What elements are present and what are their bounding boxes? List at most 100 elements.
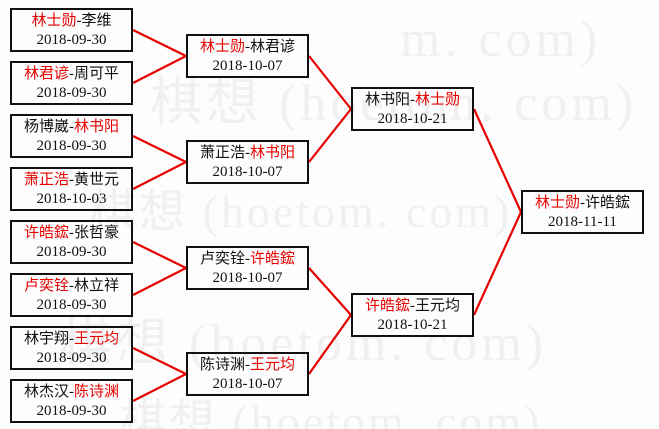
player-name: 林君谚: [23, 66, 69, 82]
match-players: 杨博崴-林书阳: [12, 118, 131, 137]
match-date: 2018-10-21: [377, 111, 448, 127]
match-players: 林君谚-周可平: [12, 65, 131, 84]
connector-line: [132, 135, 187, 163]
match-date: 2018-10-07: [212, 164, 283, 180]
watermark-text: 棋想 (hoetom. com): [90, 186, 513, 237]
match-date: 2018-10-21: [377, 317, 448, 333]
player-name: 林书阳: [250, 145, 296, 161]
player-separator: -: [245, 251, 250, 267]
connector-line: [132, 55, 187, 84]
player-separator: -: [69, 225, 74, 241]
player-separator: -: [69, 331, 74, 347]
player-name: 王元均: [415, 298, 461, 314]
player-name: 陈诗渊: [199, 357, 245, 373]
match-players: 林杰汉-陈诗渊: [12, 383, 131, 402]
player-name: 林士勋: [415, 92, 461, 108]
player-name: 林杰汉: [23, 384, 69, 400]
player-name: 萧正浩: [199, 145, 245, 161]
player-name: 林宇翔: [23, 331, 69, 347]
connector-line: [132, 29, 187, 57]
match-players: 林士勋-许皓鋐: [523, 194, 642, 213]
player-name: 卢奕铨: [199, 251, 245, 267]
connector-line: [132, 267, 187, 296]
match-players: 萧正浩-林书阳: [188, 144, 307, 163]
player-separator: -: [76, 13, 82, 29]
match-date: 2018-09-30: [36, 403, 107, 419]
connector-line: [308, 314, 352, 375]
player-name: 林君谚: [250, 39, 296, 55]
match-box[interactable]: 林士勋-李维 2018-09-30: [10, 8, 133, 52]
connector-line: [472, 211, 523, 316]
player-name: 张哲豪: [74, 225, 120, 241]
connector-line: [132, 241, 187, 269]
connector-line: [132, 161, 187, 190]
match-players: 林士勋-林君谚: [188, 38, 307, 57]
match-box[interactable]: 林宇翔-王元均 2018-09-30: [10, 326, 133, 370]
match-date: 2018-11-11: [548, 214, 617, 230]
match-players: 许皓鋐-张哲豪: [12, 224, 131, 243]
match-players: 卢奕铨-林立祥: [12, 277, 131, 296]
player-name: 陈诗渊: [74, 384, 120, 400]
player-name: 林书阳: [74, 119, 120, 135]
match-date: 2018-09-30: [36, 32, 107, 48]
match-players: 林书阳-林士勋: [353, 91, 472, 110]
player-separator: -: [245, 145, 250, 161]
player-name: 卢奕铨: [23, 278, 69, 294]
connector-line: [132, 347, 187, 375]
match-date: 2018-10-07: [212, 58, 283, 74]
player-separator: -: [410, 92, 415, 108]
match-players: 陈诗渊-王元均: [188, 356, 307, 375]
player-separator: -: [410, 298, 415, 314]
connector-line: [308, 108, 352, 163]
match-date: 2018-10-07: [212, 270, 283, 286]
player-name: 李维: [81, 13, 112, 29]
match-players: 卢奕铨-许皓鋐: [188, 250, 307, 269]
player-name: 杨博崴: [23, 119, 69, 135]
player-name: 萧正浩: [23, 172, 69, 188]
connector-line: [308, 267, 352, 316]
player-separator: -: [69, 384, 74, 400]
match-players: 许皓鋐-王元均: [353, 297, 472, 316]
player-name: 林士勋: [199, 39, 245, 55]
match-date: 2018-09-30: [36, 297, 107, 313]
player-name: 黄世元: [74, 172, 120, 188]
player-name: 周可平: [74, 66, 120, 82]
player-separator: -: [580, 195, 585, 211]
match-date: 2018-09-30: [36, 350, 107, 366]
watermark-text: m. com): [400, 11, 602, 68]
match-date: 2018-10-03: [36, 191, 107, 207]
player-separator: -: [69, 66, 74, 82]
player-name: 林士勋: [31, 13, 77, 29]
connector-line: [308, 55, 352, 110]
player-separator: -: [69, 119, 74, 135]
match-date: 2018-10-07: [212, 376, 283, 392]
player-separator: -: [69, 278, 74, 294]
watermark-text: 棋想 (hoetom. com): [120, 396, 543, 429]
player-name: 许皓鋐: [250, 251, 296, 267]
match-date: 2018-09-30: [36, 244, 107, 260]
match-date: 2018-09-30: [36, 85, 107, 101]
player-separator: -: [245, 39, 250, 55]
match-players: 萧正浩-黄世元: [12, 171, 131, 190]
connector-line: [472, 108, 523, 213]
connector-line: [132, 373, 187, 402]
player-name: 王元均: [74, 331, 120, 347]
player-name: 许皓鋐: [364, 298, 410, 314]
player-name: 王元均: [250, 357, 296, 373]
match-date: 2018-09-30: [36, 138, 107, 154]
player-name: 林书阳: [364, 92, 410, 108]
